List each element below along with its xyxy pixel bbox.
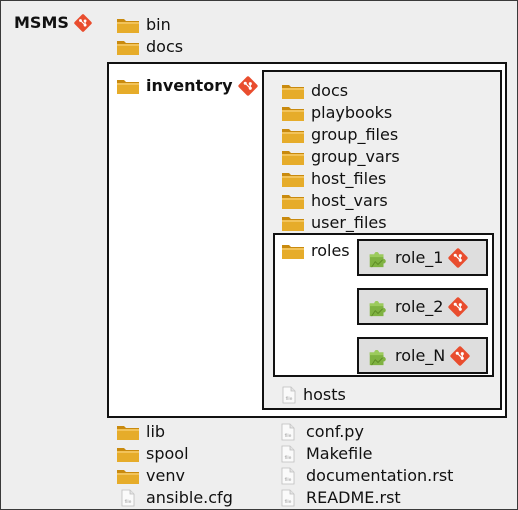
file-label: documentation.rst [306, 466, 454, 485]
puzzle-icon [367, 247, 389, 269]
folder-label: group_files [311, 125, 399, 144]
folder-icon [116, 423, 140, 441]
file-icon [116, 489, 140, 507]
folder-roles[interactable]: roles [281, 240, 350, 262]
file-label: ansible.cfg [146, 488, 233, 507]
puzzle-icon [367, 296, 389, 318]
folder-label: host_files [311, 169, 387, 188]
folder-label: lib [146, 422, 166, 441]
file-icon [281, 386, 297, 404]
file-label: conf.py [306, 422, 364, 441]
file-icon [276, 445, 300, 463]
folder-icon [281, 82, 305, 100]
folder-label: venv [146, 466, 185, 485]
role-label: role_N [395, 345, 446, 365]
folder-label: user_files [311, 213, 387, 232]
folder-host-vars[interactable]: host_vars [281, 190, 388, 212]
folder-icon [281, 242, 305, 260]
git-icon [447, 247, 469, 269]
folder-label: playbooks [311, 103, 393, 122]
folder-icon [116, 467, 140, 485]
folder-label: bin [146, 15, 171, 34]
folder-group-vars[interactable]: group_vars [281, 146, 400, 168]
folder-icon [281, 214, 305, 232]
file-readme-rst[interactable]: README.rst [276, 487, 401, 509]
folder-label: docs [146, 37, 184, 56]
file-ansible-cfg[interactable]: ansible.cfg [116, 487, 233, 509]
root-folder-label: MSMS [14, 13, 69, 32]
role-box[interactable]: role_1 [357, 239, 488, 276]
inventory-folder[interactable]: inventory [116, 75, 259, 97]
folder-docs[interactable]: docs [281, 80, 348, 102]
role-label: role_2 [395, 296, 444, 316]
folder-icon [116, 77, 140, 95]
folder-docs[interactable]: docs [116, 36, 183, 58]
folder-label: spool [146, 444, 189, 463]
file-makefile[interactable]: Makefile [276, 443, 373, 465]
file-icon [276, 489, 300, 507]
root-folder[interactable]: MSMS [14, 12, 93, 34]
git-icon [73, 13, 93, 33]
role-label: role_1 [395, 247, 444, 267]
file-hosts[interactable]: hosts [281, 384, 346, 406]
role-box[interactable]: role_N [357, 337, 488, 374]
folder-icon [116, 38, 140, 56]
puzzle-icon [367, 345, 389, 367]
file-label: Makefile [306, 444, 373, 463]
file-conf-py[interactable]: conf.py [276, 421, 364, 443]
role-box[interactable]: role_2 [357, 288, 488, 325]
folder-icon [281, 170, 305, 188]
roles-label: roles [311, 241, 350, 260]
folder-playbooks[interactable]: playbooks [281, 102, 392, 124]
folder-label: host_vars [311, 191, 388, 210]
folder-group-files[interactable]: group_files [281, 124, 398, 146]
folder-bin[interactable]: bin [116, 14, 171, 36]
file-icon [276, 467, 300, 485]
folder-icon [281, 148, 305, 166]
file-label: README.rst [306, 488, 401, 507]
file-label: hosts [303, 385, 346, 404]
folder-host-files[interactable]: host_files [281, 168, 386, 190]
folder-user-files[interactable]: user_files [281, 212, 387, 234]
folder-label: group_vars [311, 147, 400, 166]
folder-icon [116, 16, 140, 34]
folder-venv[interactable]: venv [116, 465, 185, 487]
inventory-label: inventory [146, 76, 233, 95]
folder-spool[interactable]: spool [116, 443, 189, 465]
folder-icon [281, 104, 305, 122]
folder-icon [281, 126, 305, 144]
git-icon [447, 296, 469, 318]
folder-label: docs [311, 81, 349, 100]
folder-lib[interactable]: lib [116, 421, 165, 443]
folder-icon [116, 445, 140, 463]
folder-icon [281, 192, 305, 210]
git-icon [449, 345, 471, 367]
file-icon [276, 423, 300, 441]
git-icon [237, 75, 259, 97]
file-documentation-rst[interactable]: documentation.rst [276, 465, 453, 487]
